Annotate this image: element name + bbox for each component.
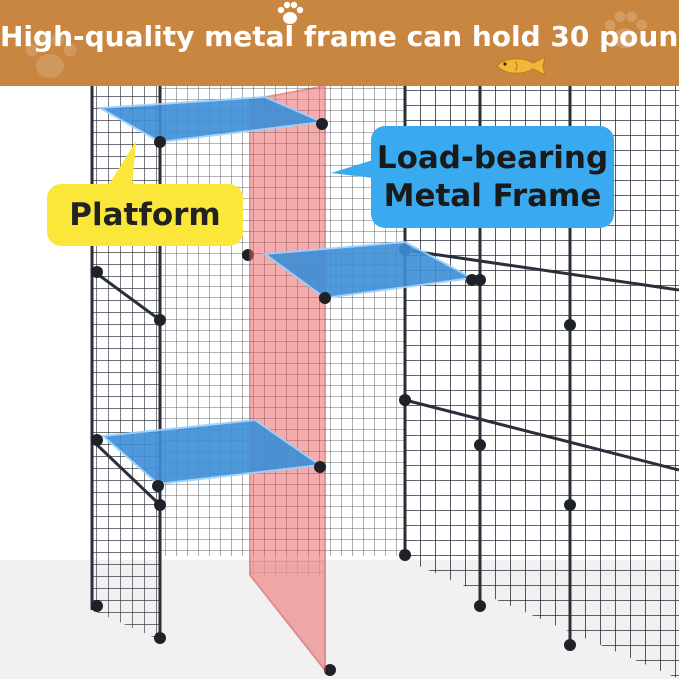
frame-callout-line2: Metal Frame <box>383 178 602 214</box>
pet-cage-illustration <box>0 86 679 679</box>
fish-icon <box>496 56 546 76</box>
frame-callout-line1: Load-bearing <box>376 140 609 176</box>
header-banner: High-quality metal frame can hold 30 pou… <box>0 0 679 86</box>
load-bearing-frame-callout: Load-bearing Metal Frame <box>371 126 614 228</box>
right-grid-wall <box>405 86 679 679</box>
frame-callout-pointer <box>331 160 373 178</box>
paw-icon-watermark <box>604 11 647 49</box>
platform-callout-pointer <box>108 141 136 188</box>
paw-icon-watermark <box>25 33 77 78</box>
banner-title: High-quality metal frame can hold 30 pou… <box>0 20 679 53</box>
paw-icon <box>277 1 304 24</box>
platform-callout: Platform <box>47 184 243 246</box>
